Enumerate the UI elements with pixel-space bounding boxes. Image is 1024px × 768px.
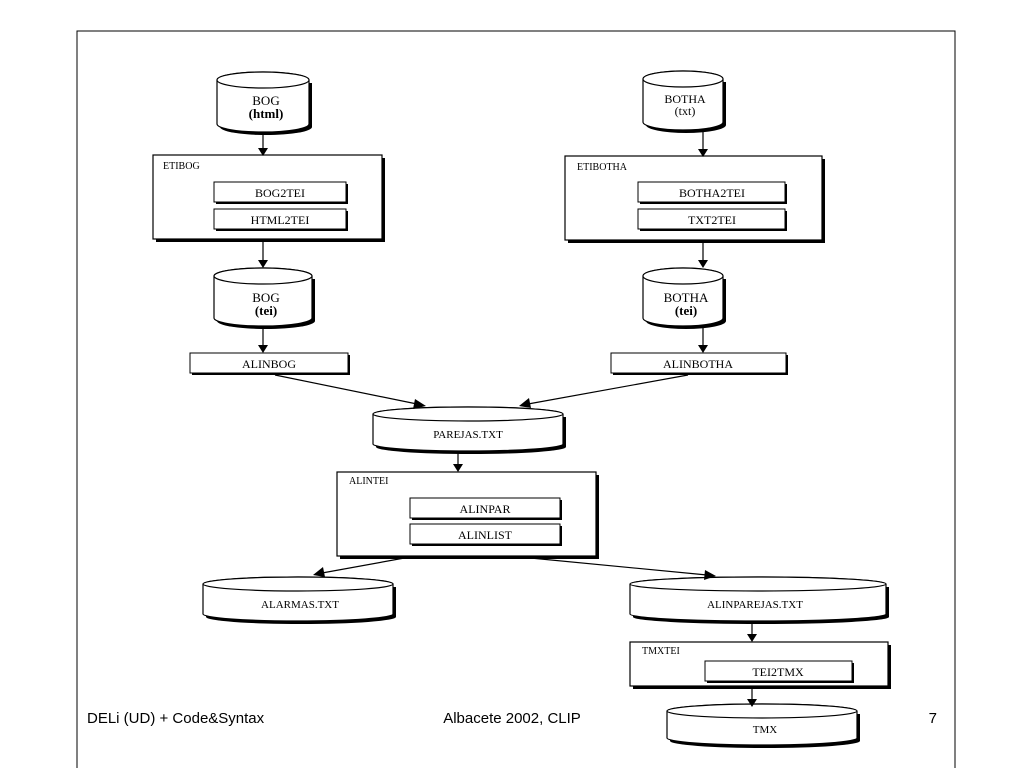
cyl-tmx-label: TMX xyxy=(753,724,778,736)
cyl-botha-txt: BOTHA (txt) xyxy=(642,70,726,133)
cyl-tmx: TMX xyxy=(666,703,860,748)
cyl-botha-tei-line1: BOTHA xyxy=(664,290,709,305)
cyl-alinparejas: ALINPAREJAS.TXT xyxy=(629,576,889,624)
edge-bog-tei-to-alinbog xyxy=(258,326,268,353)
cyl-alinparejas-label: ALINPAREJAS.TXT xyxy=(707,599,803,611)
step-bog2tei-label: BOG2TEI xyxy=(255,186,305,200)
page-number: 7 xyxy=(929,710,937,727)
edge-bog-html-to-etibog xyxy=(258,132,268,156)
step-html2tei: HTML2TEI xyxy=(213,208,348,231)
cyl-bog-tei: BOG (tei) xyxy=(213,267,315,329)
cyl-parejas-label: PAREJAS.TXT xyxy=(433,429,503,441)
step-alinlist: ALINLIST xyxy=(409,523,562,546)
cyl-botha-tei-line2: (tei) xyxy=(675,303,697,318)
cyl-bog-html: BOG (html) xyxy=(216,71,312,135)
aligner-alinbog: ALINBOG xyxy=(189,352,350,375)
cyl-bog-tei-line1: BOG xyxy=(252,290,279,305)
edge-botha-txt-to-etibotha xyxy=(698,130,708,157)
step-bog2tei: BOG2TEI xyxy=(213,181,348,204)
cyl-botha-txt-line2: (txt) xyxy=(675,104,696,118)
step-html2tei-label: HTML2TEI xyxy=(251,213,310,227)
module-tmxtei-title: TMXTEI xyxy=(642,646,680,657)
cyl-bog-html-line1: BOG xyxy=(252,93,279,108)
step-botha2tei: BOTHA2TEI xyxy=(637,181,787,204)
edges xyxy=(258,130,757,707)
cyl-parejas: PAREJAS.TXT xyxy=(372,406,566,454)
module-etibog-title: ETIBOG xyxy=(163,161,200,172)
step-botha2tei-label: BOTHA2TEI xyxy=(679,186,745,200)
cyl-alarmas-label: ALARMAS.TXT xyxy=(261,599,339,611)
edge-alintei-to-alinparejas xyxy=(519,556,716,580)
module-etibog: ETIBOG BOG2TEI HTML2TEI xyxy=(152,154,385,242)
aligner-alinbotha: ALINBOTHA xyxy=(610,352,788,375)
footer-center-text: Albacete 2002, CLIP xyxy=(443,710,581,727)
step-alinlist-label: ALINLIST xyxy=(458,528,513,542)
step-tei2tmx: TEI2TMX xyxy=(704,660,854,683)
module-etibotha: ETIBOTHA BOTHA2TEI TXT2TEI xyxy=(564,155,825,243)
step-tei2tmx-label: TEI2TMX xyxy=(752,665,804,679)
module-alintei-title: ALINTEI xyxy=(349,476,388,487)
step-txt2tei-label: TXT2TEI xyxy=(688,213,736,227)
edge-alintei-to-alarmas xyxy=(313,556,411,577)
edge-alinbotha-to-parejas xyxy=(519,374,689,408)
footer-left-text: DELi (UD) + Code&Syntax xyxy=(87,710,265,727)
edge-alinparejas-to-tmxtei xyxy=(747,622,757,642)
step-txt2tei: TXT2TEI xyxy=(637,208,787,231)
edge-parejas-to-alintei xyxy=(453,452,463,472)
step-alinpar-label: ALINPAR xyxy=(460,502,511,516)
aligner-alinbog-label: ALINBOG xyxy=(242,357,296,371)
cyl-botha-tei: BOTHA (tei) xyxy=(642,267,726,329)
edge-alinbog-to-parejas xyxy=(274,374,426,409)
step-alinpar: ALINPAR xyxy=(409,497,562,520)
cyl-botha-txt-line1: BOTHA xyxy=(664,92,706,106)
cyl-alarmas: ALARMAS.TXT xyxy=(202,576,396,624)
module-alintei: ALINTEI ALINPAR ALINLIST xyxy=(336,471,599,559)
cyl-bog-tei-line2: (tei) xyxy=(255,303,277,318)
edge-tmxtei-to-tmx xyxy=(747,689,757,707)
edge-etibog-to-bog-tei xyxy=(258,242,268,268)
edge-etibotha-to-botha-tei xyxy=(698,243,708,268)
edge-botha-tei-to-alinbotha xyxy=(698,326,708,353)
slide-footer: DELi (UD) + Code&Syntax Albacete 2002, C… xyxy=(87,710,937,727)
module-tmxtei: TMXTEI TEI2TMX xyxy=(629,641,891,689)
aligner-alinbotha-label: ALINBOTHA xyxy=(663,357,733,371)
cyl-bog-html-line2: (html) xyxy=(249,106,284,121)
slide-frame xyxy=(76,30,956,768)
module-etibotha-title: ETIBOTHA xyxy=(577,162,628,173)
